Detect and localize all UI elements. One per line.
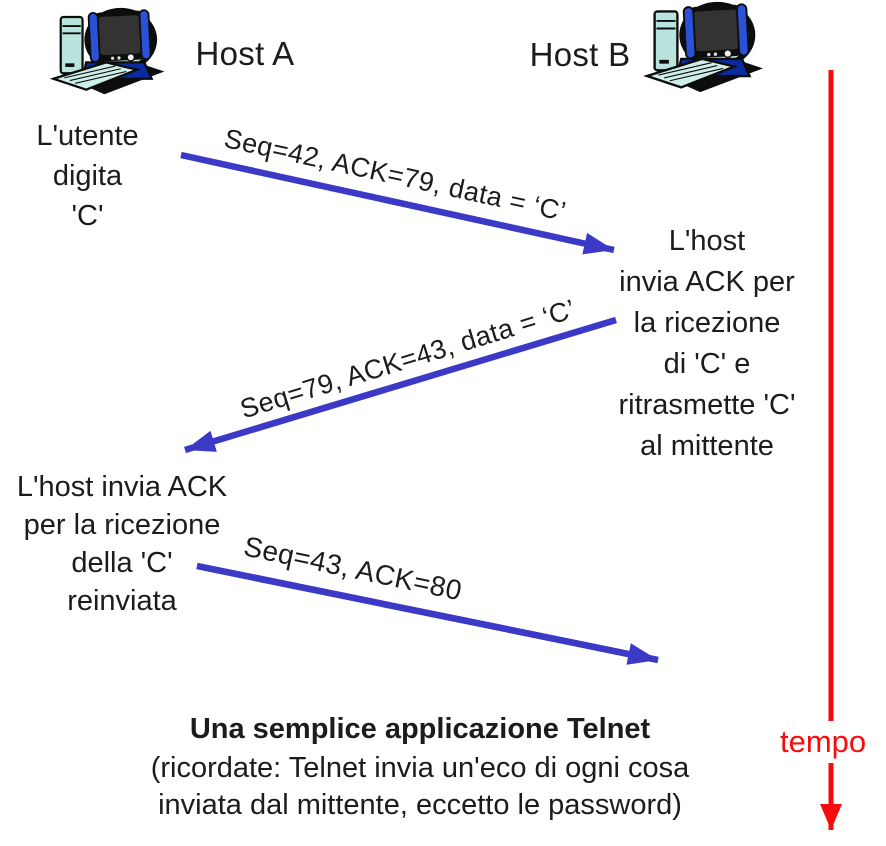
segment-arrow-3 <box>196 562 659 665</box>
caption-title: Una semplice applicazione Telnet <box>189 713 651 745</box>
segment-arrow-1 <box>180 151 615 255</box>
host-b-computer-icon <box>641 0 767 95</box>
host-a-label: Host A <box>195 35 295 72</box>
segment-arrow-2 <box>184 316 617 454</box>
timeline-tempo-label: tempo <box>777 721 870 763</box>
host-a-computer-icon <box>48 4 168 99</box>
note-host-b-ack: L'host invia ACK per la ricezione di 'C'… <box>618 225 796 462</box>
caption-line-2: inviata dal mittente, eccetto le passwor… <box>158 789 682 821</box>
caption-line-1: (ricordate: Telnet invia un'eco di ogni … <box>150 752 690 784</box>
caption-body: (ricordate: Telnet invia un'eco di ogni … <box>30 750 810 824</box>
host-b-label: Host B <box>529 36 631 73</box>
note-user-types-c: L'utente digita 'C' <box>36 120 139 232</box>
note-host-a-ack: L'host invia ACK per la ricezione della … <box>16 471 228 617</box>
